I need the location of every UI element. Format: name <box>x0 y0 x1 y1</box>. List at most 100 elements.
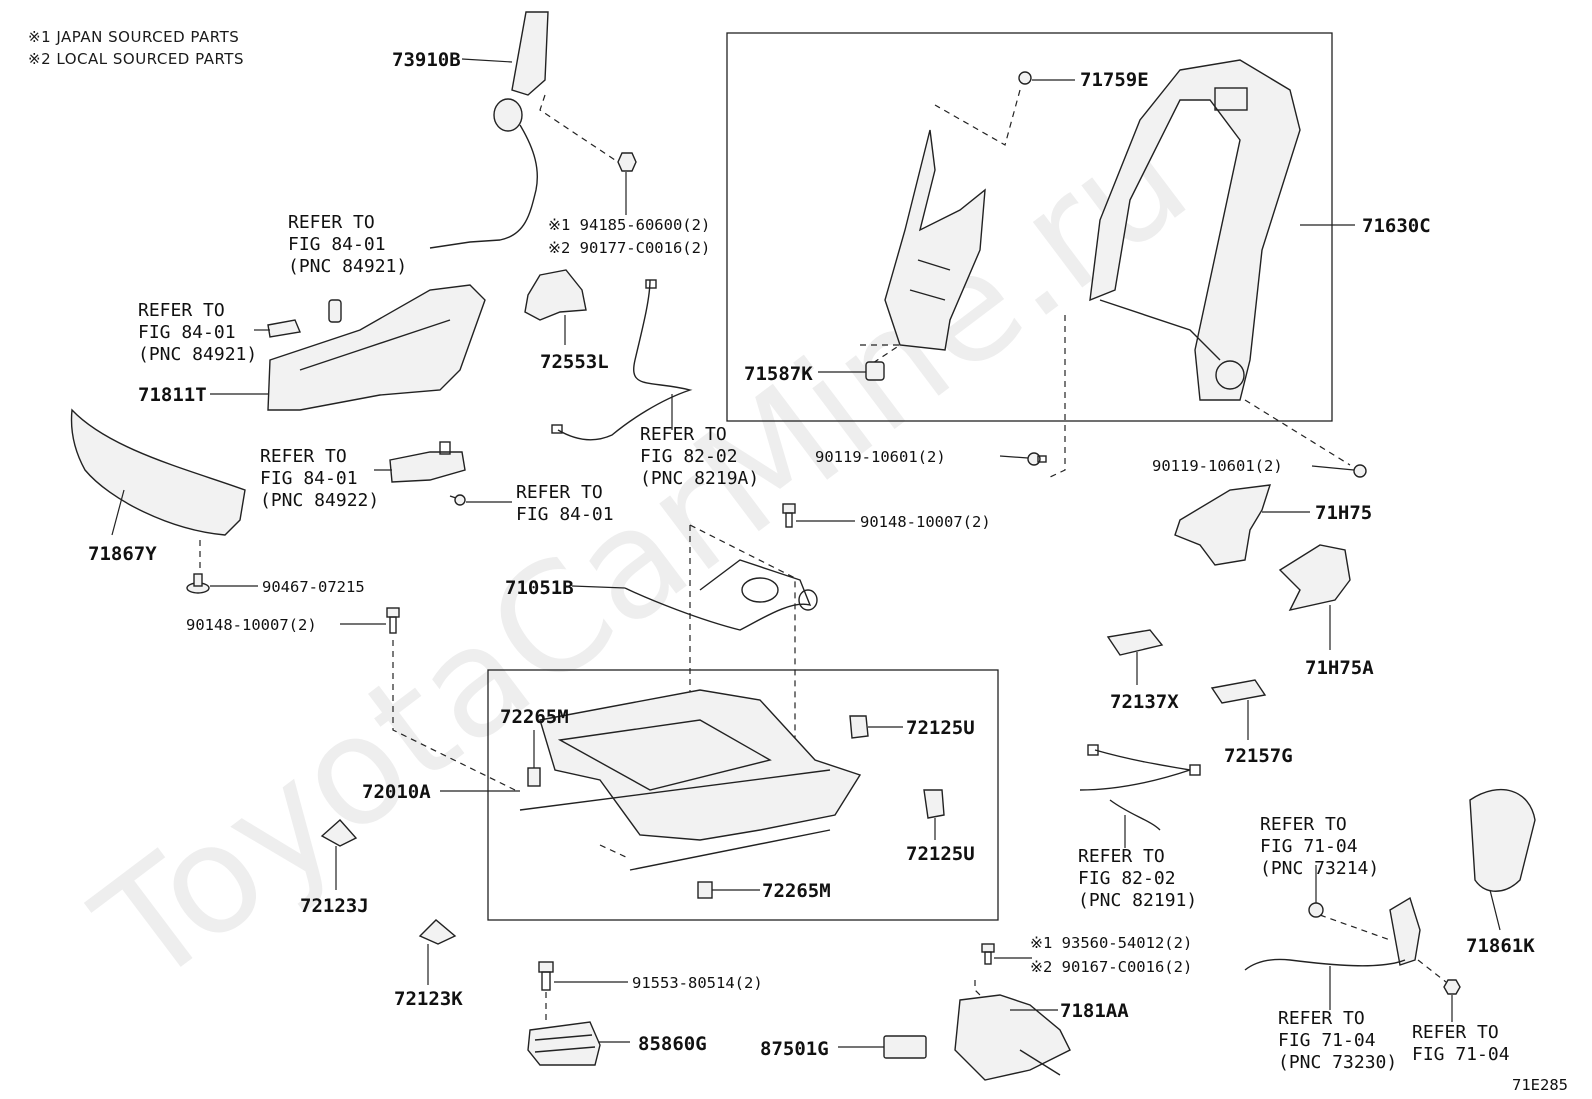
fastener-71759E-shape <box>1018 71 1032 85</box>
svg-text:(PNC 84922): (PNC 84922) <box>260 490 379 511</box>
fastener-90148-left-shape <box>386 607 400 634</box>
leader-73910B <box>461 58 513 63</box>
svg-text:FIG 84-01: FIG 84-01 <box>138 322 236 343</box>
refer-block-73214: REFER TO FIG 71-04 (PNC 73214) <box>1260 814 1379 879</box>
label-91553: 91553-80514(2) <box>632 974 763 992</box>
svg-text:FIG 82-02: FIG 82-02 <box>640 446 738 467</box>
label-71861K: 71861K <box>1466 935 1535 957</box>
svg-text:(PNC 82191): (PNC 82191) <box>1078 890 1197 911</box>
svg-text:FIG 84-01: FIG 84-01 <box>260 468 358 489</box>
label-90177: ※2 90177-C0016(2) <box>548 239 710 257</box>
label-90119-right: 90119-10601(2) <box>1152 457 1283 475</box>
part-71051B-shape <box>624 559 818 631</box>
part-72265M-top-shape <box>527 767 541 787</box>
figure-code: 71E285 <box>1512 1076 1568 1094</box>
leader-71051B <box>571 585 626 589</box>
fastener-90119-left-shape <box>1027 452 1047 466</box>
svg-text:REFER TO: REFER TO <box>1078 846 1165 867</box>
label-72157G: 72157G <box>1224 745 1293 767</box>
part-72157G-shape <box>1210 679 1267 704</box>
part-72123K-shape <box>418 919 457 945</box>
dash-73910B <box>539 94 616 161</box>
label-90167: ※2 90167-C0016(2) <box>1030 958 1192 976</box>
dash-73214 <box>1319 914 1391 941</box>
label-72123J: 72123J <box>300 895 369 917</box>
label-71867Y: 71867Y <box>88 543 157 565</box>
nut-refer9-shape <box>1443 979 1461 995</box>
label-72125U-bottom: 72125U <box>906 843 975 865</box>
label-72137X: 72137X <box>1110 691 1179 713</box>
refer-block-73230: REFER TO FIG 71-04 (PNC 73230) <box>1278 1008 1397 1073</box>
dash-71759E <box>934 89 1021 146</box>
screw-refer4-shape <box>449 494 466 506</box>
part-72265M-bottom-shape <box>697 881 713 899</box>
seatback-group-box <box>726 32 1333 422</box>
refer-block-71-04: REFER TO FIG 71-04 <box>1412 1022 1510 1065</box>
refer-block-8219A: REFER TO FIG 82-02 (PNC 8219A) <box>640 424 759 489</box>
svg-text:REFER TO: REFER TO <box>640 424 727 445</box>
svg-text:FIG 82-02: FIG 82-02 <box>1078 868 1176 889</box>
svg-text:REFER TO: REFER TO <box>288 212 375 233</box>
label-93560: ※1 93560-54012(2) <box>1030 934 1192 952</box>
clip-refer2-shape <box>267 319 301 338</box>
svg-text:FIG 84-01: FIG 84-01 <box>516 504 614 525</box>
label-71H75: 71H75 <box>1315 502 1372 524</box>
part-72125U-top-shape <box>849 715 869 739</box>
label-72553L: 72553L <box>540 351 609 373</box>
label-71630C: 71630C <box>1362 215 1431 237</box>
harness-82191-shape <box>1079 744 1201 831</box>
svg-text:REFER TO: REFER TO <box>1412 1022 1499 1043</box>
label-72265M-top: 72265M <box>500 706 569 728</box>
clip-refer1-shape <box>328 299 342 323</box>
label-94185: ※1 94185-60600(2) <box>548 216 710 234</box>
label-72265M-bottom: 72265M <box>762 880 831 902</box>
label-72125U-top: 72125U <box>906 717 975 739</box>
dash-90119-left <box>1047 315 1066 479</box>
dash-93560 <box>974 980 986 1001</box>
label-85860G: 85860G <box>638 1033 707 1055</box>
svg-text:(PNC 73230): (PNC 73230) <box>1278 1052 1397 1073</box>
label-71811T: 71811T <box>138 384 207 406</box>
part-72123J-shape <box>320 819 358 847</box>
dash-refer9 <box>1417 959 1447 983</box>
label-90119-left: 90119-10601(2) <box>815 448 946 466</box>
label-90467: 90467-07215 <box>262 578 365 596</box>
svg-text:(PNC 73214): (PNC 73214) <box>1260 858 1379 879</box>
leader-90119-right <box>1311 465 1355 471</box>
dash-71051B-right <box>689 524 796 800</box>
fastener-90467-shape <box>186 573 210 594</box>
note-japan-sourced: ※1 JAPAN SOURCED PARTS <box>28 28 240 46</box>
harness-8219A-shape <box>551 279 693 441</box>
refer-block-82191: REFER TO FIG 82-02 (PNC 82191) <box>1078 846 1197 911</box>
part-71587K-bracket-shape <box>884 129 986 351</box>
refer-block-84921-top: REFER TO FIG 84-01 (PNC 84921) <box>288 212 407 277</box>
part-72553L-shape <box>524 269 587 321</box>
dash-90148-left <box>392 640 629 859</box>
part-71861K-shape <box>1469 789 1536 892</box>
part-71630C-shape <box>1089 59 1301 401</box>
part-71H75-shape <box>1174 484 1272 566</box>
refer-block-84-01: REFER TO FIG 84-01 <box>516 482 614 525</box>
svg-text:REFER TO: REFER TO <box>516 482 603 503</box>
label-71759E: 71759E <box>1080 69 1149 91</box>
label-73910B: 73910B <box>392 49 461 71</box>
leader-71861K <box>1489 889 1501 931</box>
part-7181AA-shape <box>954 994 1071 1081</box>
label-7181AA: 7181AA <box>1060 1000 1129 1022</box>
refer-block-84922: REFER TO FIG 84-01 (PNC 84922) <box>260 446 379 511</box>
svg-text:FIG 84-01: FIG 84-01 <box>288 234 386 255</box>
clip-71587K-shape <box>865 361 885 381</box>
leader-90119-left <box>999 455 1029 459</box>
note-local-sourced: ※2 LOCAL SOURCED PARTS <box>28 50 244 68</box>
dash-71587K <box>860 344 902 366</box>
svg-text:(PNC 8219A): (PNC 8219A) <box>640 468 759 489</box>
label-71051B: 71051B <box>505 577 574 599</box>
part-87501G-shape <box>883 1035 927 1059</box>
label-72123K: 72123K <box>394 988 463 1010</box>
label-87501G: 87501G <box>760 1038 829 1060</box>
svg-text:FIG 71-04: FIG 71-04 <box>1412 1044 1510 1065</box>
fastener-93560-shape <box>981 943 995 965</box>
part-71867Y-shape <box>70 408 246 536</box>
svg-text:(PNC 84921): (PNC 84921) <box>138 344 257 365</box>
